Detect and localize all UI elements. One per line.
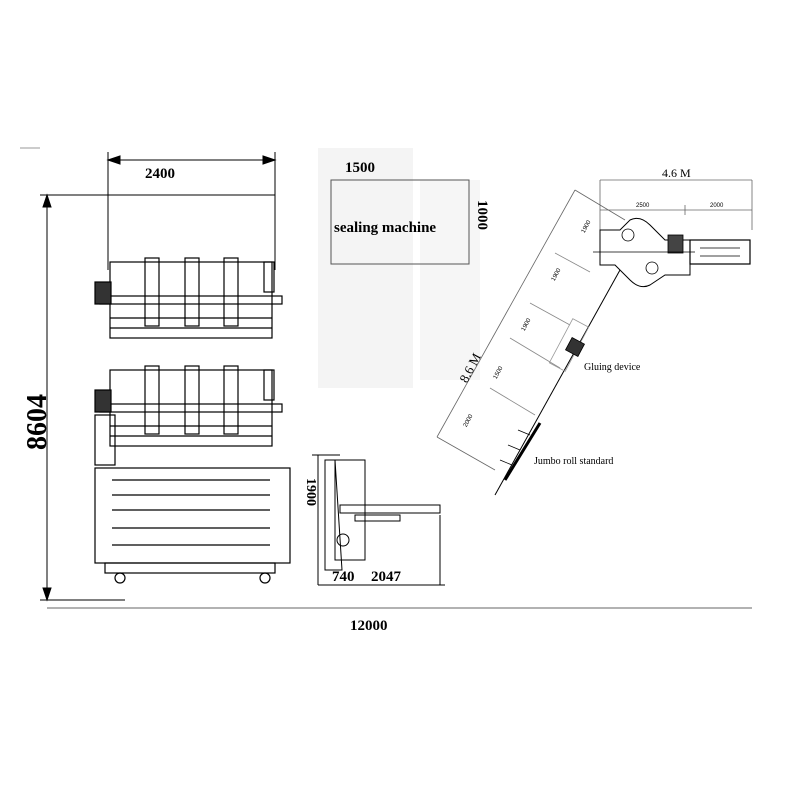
bg-panel bbox=[318, 148, 413, 388]
dim-2400-line bbox=[106, 152, 277, 270]
jumbo-roll-label: Jumbo roll standard bbox=[534, 456, 614, 467]
bg-panel bbox=[420, 180, 480, 380]
rewinder-body bbox=[94, 414, 291, 584]
side-dim-a-label: 740 bbox=[332, 569, 355, 585]
sealing-width-label: 1500 bbox=[345, 160, 375, 176]
width-dim-label: 2400 bbox=[145, 166, 175, 182]
sealing-depth-label: 1000 bbox=[474, 200, 490, 230]
gluing-device-label: Gluing device bbox=[584, 362, 641, 373]
unwind-stand-lower bbox=[94, 365, 283, 447]
overall-length-label: 12000 bbox=[350, 618, 388, 634]
sealing-machine-label: sealing machine bbox=[334, 220, 437, 236]
plan-width-seg-2: 2000 bbox=[710, 203, 724, 209]
side-view bbox=[312, 454, 445, 586]
plan-width-label: 4.6 M bbox=[662, 166, 691, 180]
side-height-label: 1900 bbox=[303, 478, 318, 506]
sealing-machine-box bbox=[330, 179, 470, 265]
layout-plan bbox=[436, 179, 753, 496]
plan-width-seg-1: 2500 bbox=[636, 203, 650, 209]
side-dim-b-label: 2047 bbox=[371, 569, 401, 585]
unwind-stand-upper bbox=[94, 257, 283, 339]
dim-8604-line bbox=[40, 193, 275, 602]
height-dim-label: 8604 bbox=[22, 394, 53, 450]
